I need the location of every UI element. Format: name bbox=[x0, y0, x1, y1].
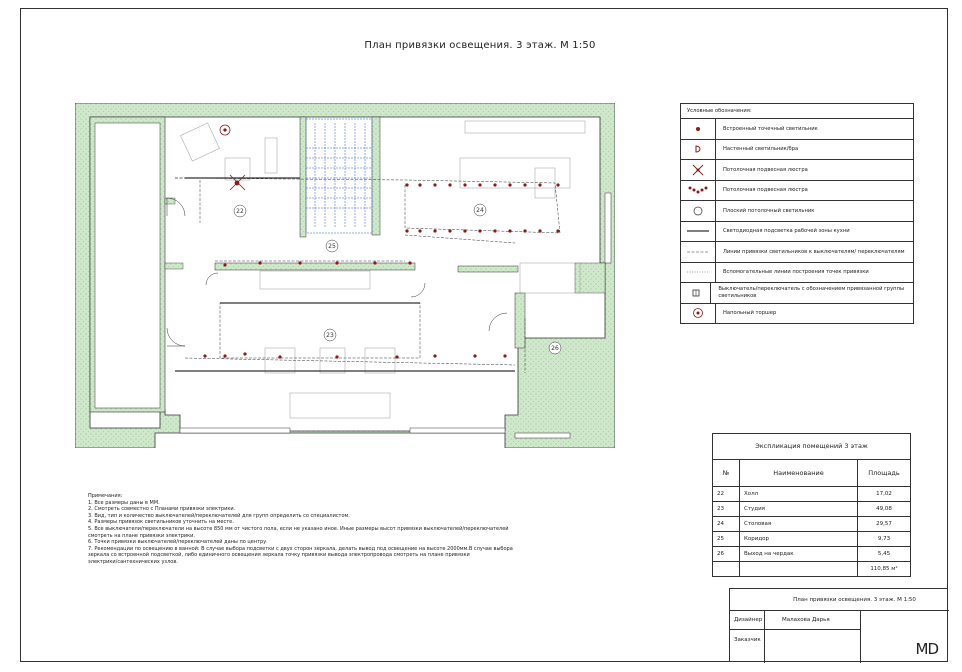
room-labels: 22 23 24 25 26 bbox=[233, 203, 562, 355]
partition-stair-left bbox=[299, 116, 307, 238]
note-line: 6. Точки привязки выключателей/переключа… bbox=[88, 539, 268, 546]
column-header: № bbox=[713, 460, 740, 487]
total-area: 110,85 м² bbox=[870, 566, 898, 572]
partition-right bbox=[457, 265, 519, 273]
led-strips bbox=[175, 177, 515, 372]
note-line: 5. Все выключатели/переключатели на высо… bbox=[88, 525, 509, 532]
legend-row: Выключатель/переключатель с обозначением… bbox=[681, 283, 913, 304]
windows bbox=[179, 192, 612, 439]
wall-sconce-icon bbox=[695, 145, 701, 153]
note-line: зеркала со встроенной подсветкой, либо е… bbox=[88, 552, 470, 559]
notes-block: Примечания: 1. Все размеры даны в ММ. 2.… bbox=[88, 493, 618, 566]
legend-label: Линии привязки светильников к выключател… bbox=[723, 248, 905, 255]
legend-label: Светодиодная подсветка рабочей зоны кухн… bbox=[723, 228, 850, 234]
explication-title: Экспликация помещений 3 этаж bbox=[713, 434, 910, 460]
legend-label: Напольный торшер bbox=[723, 310, 777, 316]
switch-link-line-icon bbox=[687, 251, 709, 253]
legend-label: Потолочная подвесная люстра bbox=[723, 187, 808, 193]
floor-lamp-icon bbox=[693, 308, 703, 319]
partition-stair-right bbox=[371, 116, 381, 236]
customer-label: Заказчик bbox=[734, 637, 761, 643]
legend-row: Светодиодная подсветка рабочей зоны кухн… bbox=[681, 221, 913, 242]
designer-name: Малахова Дарья bbox=[782, 617, 830, 623]
furniture bbox=[180, 120, 586, 419]
staircase bbox=[305, 118, 373, 234]
auxiliary-line-icon bbox=[687, 271, 709, 273]
note-line: электрики/сантехнических узлов. bbox=[88, 558, 178, 565]
legend-label: Плоский потолочный светильник bbox=[723, 207, 815, 214]
room-label-22: 22 bbox=[236, 208, 244, 215]
table-row: 25 Коридор 9,73 bbox=[713, 531, 910, 547]
note-line: 1. Все размеры даны в ММ. bbox=[88, 499, 160, 506]
note-line: смотреть на плане привязки электрики. bbox=[88, 532, 195, 539]
room-label-26: 26 bbox=[551, 345, 559, 352]
legend-label: Настенный светильник/бра bbox=[723, 146, 799, 152]
table-row: 22 Холл 17,02 bbox=[713, 486, 910, 502]
stamp-title: План привязки освещения. 3 этаж. М 1:50 bbox=[730, 589, 949, 611]
room-label-24: 24 bbox=[476, 207, 484, 214]
note-line: 7. Рекомендации по освещению в ванной: В… bbox=[88, 545, 513, 552]
table-row: 23 Студия 49,08 bbox=[713, 501, 910, 517]
floor-lamp-icon bbox=[219, 124, 231, 136]
legend-label: Выключатель/переключатель с обозначением… bbox=[718, 286, 905, 299]
legend-table: Условные обозначения: Встроенный точечны… bbox=[680, 103, 914, 324]
total-row: 110,85 м² bbox=[713, 561, 910, 576]
legend-row: Встроенный точечный светильник bbox=[681, 119, 913, 140]
switch-icon bbox=[692, 289, 700, 297]
legend-row: Вспомогательные линии построения точек п… bbox=[681, 262, 913, 283]
pendant-cluster-icon bbox=[688, 186, 708, 194]
pendant-chandelier-icon bbox=[692, 164, 704, 176]
note-line: 2. Смотреть совместно с Планами привязки… bbox=[88, 506, 236, 513]
pendant-chandelier-icon bbox=[229, 174, 246, 191]
column-header: Площадь bbox=[857, 460, 910, 487]
note-line: 3. Вид, тип и количество выключателей/пе… bbox=[88, 512, 350, 519]
notes-header: Примечания: bbox=[88, 493, 123, 499]
title-block: План привязки освещения. 3 этаж. М 1:50 … bbox=[729, 588, 949, 663]
designer-logo: MD bbox=[915, 640, 939, 658]
legend-row: Линии привязки светильников к выключател… bbox=[681, 242, 913, 263]
column-header: Наименование bbox=[739, 460, 858, 487]
legend-row: Потолочная подвесная люстра bbox=[681, 180, 913, 201]
legend-label: Вспомогательные линии построения точек п… bbox=[723, 269, 869, 275]
doors bbox=[166, 197, 508, 347]
sheet-frame bbox=[20, 8, 948, 662]
recessed-spot-icon bbox=[696, 126, 700, 131]
room-label-25: 25 bbox=[328, 243, 336, 250]
floor-plan: 22 23 24 25 26 bbox=[75, 103, 615, 448]
table-row: 26 Выход на чердак 5,45 bbox=[713, 546, 910, 562]
partition-attic bbox=[514, 292, 526, 349]
led-strip-icon bbox=[687, 230, 709, 232]
flat-ceiling-light-icon bbox=[693, 206, 703, 216]
table-row: 24 Столовая 29,57 bbox=[713, 516, 910, 532]
recessed-spots bbox=[203, 183, 560, 359]
legend-row: Настенный светильник/бра bbox=[681, 139, 913, 160]
designer-label: Дизайнер bbox=[734, 617, 763, 623]
switch-link-lines bbox=[174, 177, 561, 373]
partition-mid bbox=[214, 262, 416, 271]
legend-row: Напольный торшер bbox=[681, 303, 913, 323]
legend-label: Потолочная подвесная люстра bbox=[723, 166, 808, 173]
legend-label: Встроенный точечный светильник bbox=[723, 125, 818, 132]
legend-header: Условные обозначения: bbox=[681, 104, 913, 119]
explication-table: Экспликация помещений 3 этаж № Наименова… bbox=[712, 433, 911, 577]
legend-row: Плоский потолочный светильник bbox=[681, 201, 913, 222]
page-title: План привязки освещения. 3 этаж. М 1:50 bbox=[364, 40, 596, 51]
note-line: 4. Размеры привязок светильников уточнит… bbox=[88, 519, 234, 526]
room-label-23: 23 bbox=[326, 332, 334, 339]
legend-row: Потолочная подвесная люстра bbox=[681, 160, 913, 181]
